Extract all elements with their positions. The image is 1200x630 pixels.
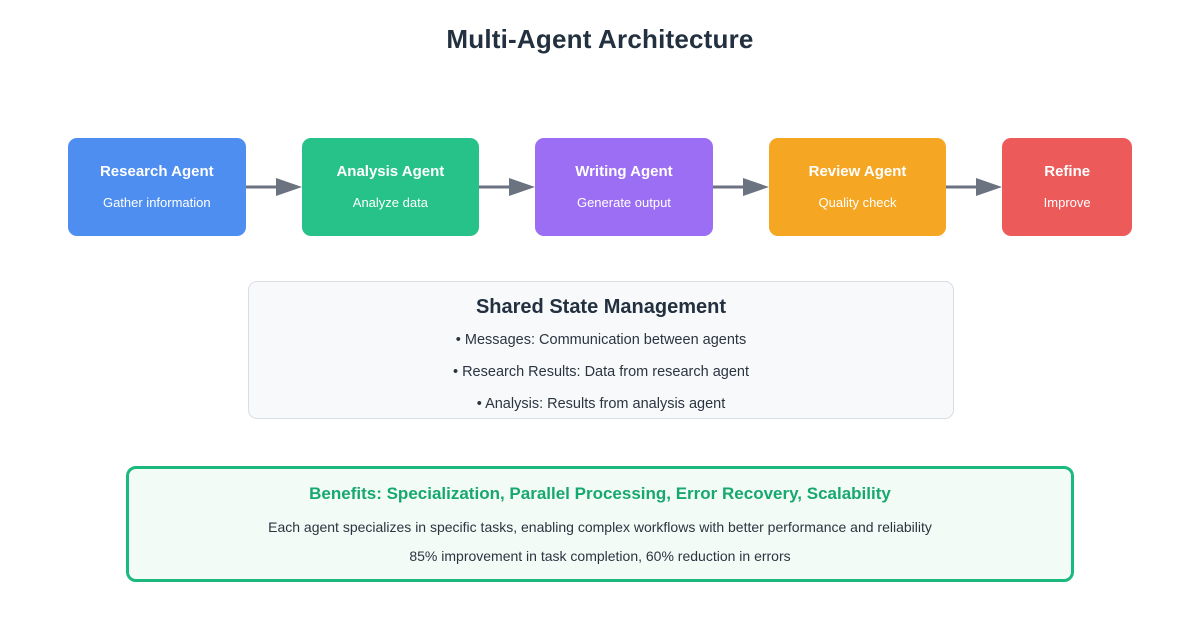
agent-node-subtitle: Gather information xyxy=(102,195,211,211)
agent-node-title: Research Agent xyxy=(99,163,214,181)
shared-state-item: • Analysis: Results from analysis agent xyxy=(476,395,726,412)
agent-node-subtitle: Analyze data xyxy=(352,195,428,211)
flow-arrow-icon xyxy=(946,177,1003,197)
shared-state-panel: Shared State Management • Messages: Comm… xyxy=(248,281,954,419)
benefits-title: Benefits: Specialization, Parallel Proce… xyxy=(309,483,891,503)
flow-arrow-icon xyxy=(245,177,302,197)
agent-node-title: Refine xyxy=(1044,163,1091,181)
flow-arrow-icon xyxy=(712,177,769,197)
flow-arrow-icon xyxy=(479,177,536,197)
benefits-description: Each agent specializes in specific tasks… xyxy=(268,518,932,535)
agent-node-subtitle: Generate output xyxy=(576,195,671,211)
shared-state-title: Shared State Management xyxy=(475,296,727,318)
benefits-metrics: 85% improvement in task completion, 60% … xyxy=(409,548,791,564)
benefits-panel: Benefits: Specialization, Parallel Proce… xyxy=(126,466,1074,582)
shared-state-item: • Research Results: Data from research a… xyxy=(452,363,749,380)
agent-node-subtitle: Quality check xyxy=(818,195,897,211)
agent-node-title: Review Agent xyxy=(808,163,907,181)
page-title: Multi-Agent Architecture xyxy=(446,24,754,54)
agent-node-title: Writing Agent xyxy=(575,163,673,181)
agent-node-title: Analysis Agent xyxy=(336,163,445,181)
shared-state-item: • Messages: Communication between agents xyxy=(455,332,747,348)
agent-node-subtitle: Improve xyxy=(1043,195,1091,211)
